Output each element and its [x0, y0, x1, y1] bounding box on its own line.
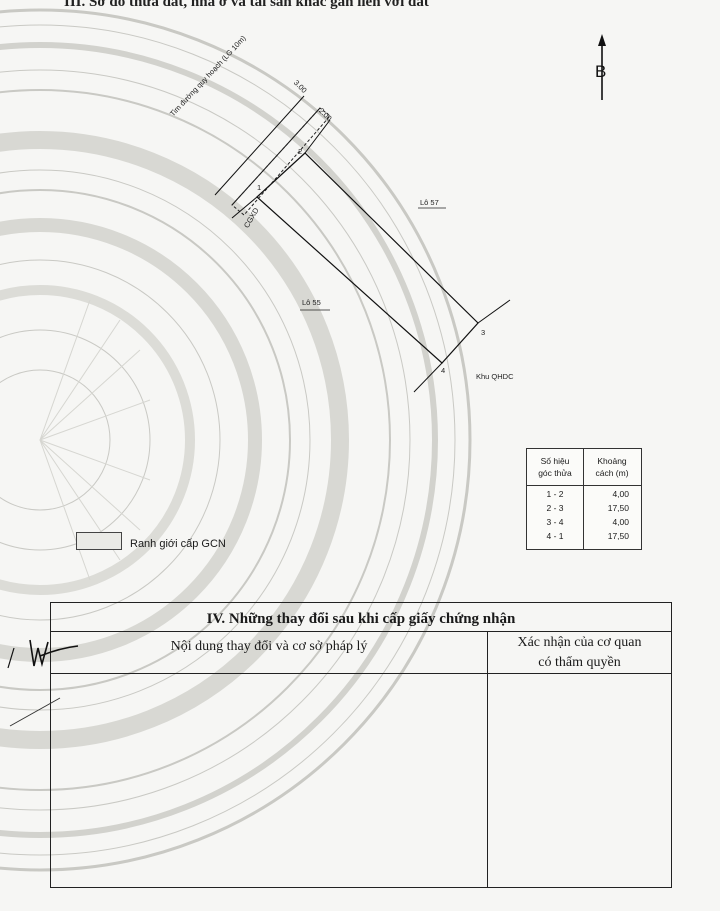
- signature-mark: [7, 639, 79, 727]
- table-row: 1 - 2 4,00: [546, 489, 629, 499]
- distance-table-divider: [583, 449, 584, 549]
- table-row: 3 - 4 4,00: [546, 517, 629, 527]
- corner-3-label: 3: [481, 328, 486, 337]
- corner-4-label: 4: [441, 366, 446, 375]
- confirmation-header: Xác nhận của cơ quan có thẩm quyền: [517, 635, 642, 670]
- table-row: 2 - 3 17,50: [546, 503, 629, 513]
- section-3-title: III. Sơ đồ thửa đất, nhà ở và tài sản kh…: [64, 0, 429, 10]
- distance-table: Số hiệu góc thửa Khoảng cách (m) 1 - 2 4…: [526, 448, 642, 550]
- north-arrow-icon: [598, 34, 606, 100]
- section-4-table: IV. Những thay đổi sau khi cấp giấy chứn…: [50, 602, 672, 888]
- zone-label: Khu QHDC: [476, 372, 514, 381]
- change-content-header: Nội dung thay đổi và cơ sở pháp lý: [170, 639, 368, 654]
- section-4-title: IV. Những thay đổi sau khi cấp giấy chứn…: [51, 603, 671, 632]
- lot-55-label: Lô 55: [302, 298, 321, 307]
- header-corner: Số hiệu góc thửa: [538, 456, 572, 478]
- header-distance: Khoảng cách (m): [595, 456, 629, 478]
- corner-1-label: 1: [257, 183, 262, 192]
- legend-label: Ranh giới cấp GCN: [130, 538, 226, 550]
- lot-57-label: Lô 57: [420, 198, 439, 207]
- corner-2-label: 2: [298, 147, 303, 156]
- distance-table-header: [527, 449, 641, 486]
- parcel-map: [214, 95, 511, 393]
- section-4-header-line: [51, 673, 671, 674]
- section-4-divider: [487, 631, 488, 887]
- north-label: B: [595, 62, 607, 81]
- legend-swatch: [76, 532, 122, 550]
- table-row: 4 - 1 17,50: [546, 531, 629, 541]
